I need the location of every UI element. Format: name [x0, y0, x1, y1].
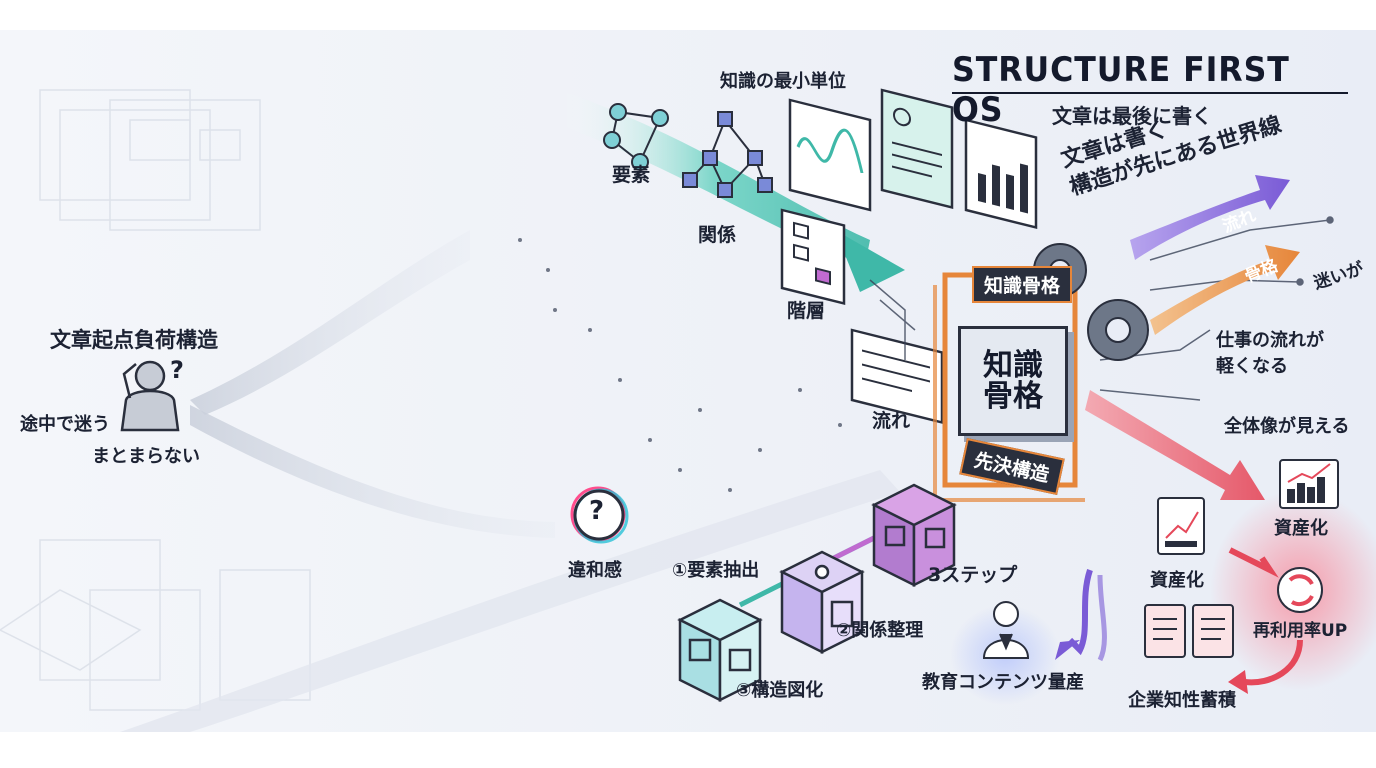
- growth-chart-icon: [1279, 459, 1339, 509]
- page-title: STRUCTURE FIRST OS: [952, 50, 1290, 130]
- flow-label: 流れ: [872, 410, 911, 432]
- step2-cube: [779, 550, 865, 655]
- skeleton-output-arrow: [1150, 245, 1300, 335]
- relations-label: 関係: [698, 224, 737, 246]
- recycle-icon: [1277, 567, 1323, 613]
- step1-cube: [871, 483, 957, 588]
- particle-dots: [518, 238, 842, 492]
- text-burden-heading: 文章起点負荷構造: [50, 328, 218, 352]
- elements-graph-icon: [603, 103, 669, 171]
- confused-person-icon: [120, 360, 180, 432]
- document-panel: [850, 328, 944, 425]
- elements-label: 要素: [612, 164, 651, 186]
- corporate-knowledge-label: 企業知性蓄積: [1128, 690, 1236, 711]
- asset-document-icon: [1157, 497, 1205, 555]
- red-output-arrow: [1085, 390, 1265, 500]
- confused-label: 途中で迷う: [20, 414, 110, 435]
- scattered-label: まとまらない: [92, 446, 200, 467]
- hierarchy-panel: [780, 208, 846, 306]
- step1-label: ①要素抽出: [672, 560, 760, 581]
- hierarchy-label: 階層: [787, 300, 826, 322]
- presenter-icon: [982, 601, 1030, 659]
- page-subtitle: 文章は最後に書く: [1052, 104, 1212, 128]
- discomfort-icon: [570, 486, 629, 544]
- bar-chart-panel: [964, 118, 1038, 230]
- left-swoosh: [190, 230, 470, 415]
- assetization-mid-label: 資産化: [1150, 570, 1204, 591]
- corporate-docs-icon: [1144, 604, 1234, 658]
- red-curve-arrow: [1228, 547, 1303, 686]
- knowledge-skeleton-plaque: 知識骨格: [972, 266, 1073, 303]
- big-picture-label: 全体像が見える: [1224, 416, 1350, 437]
- diagram-canvas: STRUCTURE FIRST OS 文章は最後に書く 文章は書く 構造が先にあ…: [0, 30, 1376, 732]
- purple-branch-arrows: [1067, 569, 1093, 656]
- step3-label: ③構造図化: [736, 680, 824, 701]
- bottom-swoosh: [120, 470, 900, 732]
- discomfort-question-mark: ?: [589, 496, 605, 526]
- relations-graph-icon: [682, 111, 773, 198]
- core-line-2: 骨格: [983, 379, 1043, 414]
- knowledge-unit-heading: 知識の最小単位: [720, 71, 846, 92]
- step2-label: ②関係整理: [836, 620, 924, 641]
- discomfort-label: 違和感: [568, 560, 622, 581]
- three-steps-label: 3ステップ: [928, 564, 1018, 586]
- work-flow-label-2: 軽くなる: [1216, 356, 1288, 377]
- assetization-top-label: 資産化: [1274, 518, 1328, 539]
- circuit-lines: [869, 216, 1334, 401]
- title-underline: [952, 92, 1348, 94]
- background-wireframes: [0, 89, 311, 711]
- waveform-panel: [788, 98, 872, 212]
- profile-panel: [880, 88, 954, 210]
- question-mark-icon: ?: [170, 356, 184, 384]
- step3-cube: [677, 598, 763, 703]
- core-skeleton-box: 知識 骨格: [958, 326, 1068, 436]
- reuse-up-label: 再利用率UP: [1253, 621, 1348, 641]
- core-line-1: 知識: [983, 347, 1043, 383]
- work-flow-label-1: 仕事の流れが: [1216, 330, 1324, 351]
- education-content-label: 教育コンテンツ量産: [922, 672, 1084, 693]
- flow-output-arrow: [1130, 175, 1290, 260]
- diagram-artwork: [0, 88, 1376, 732]
